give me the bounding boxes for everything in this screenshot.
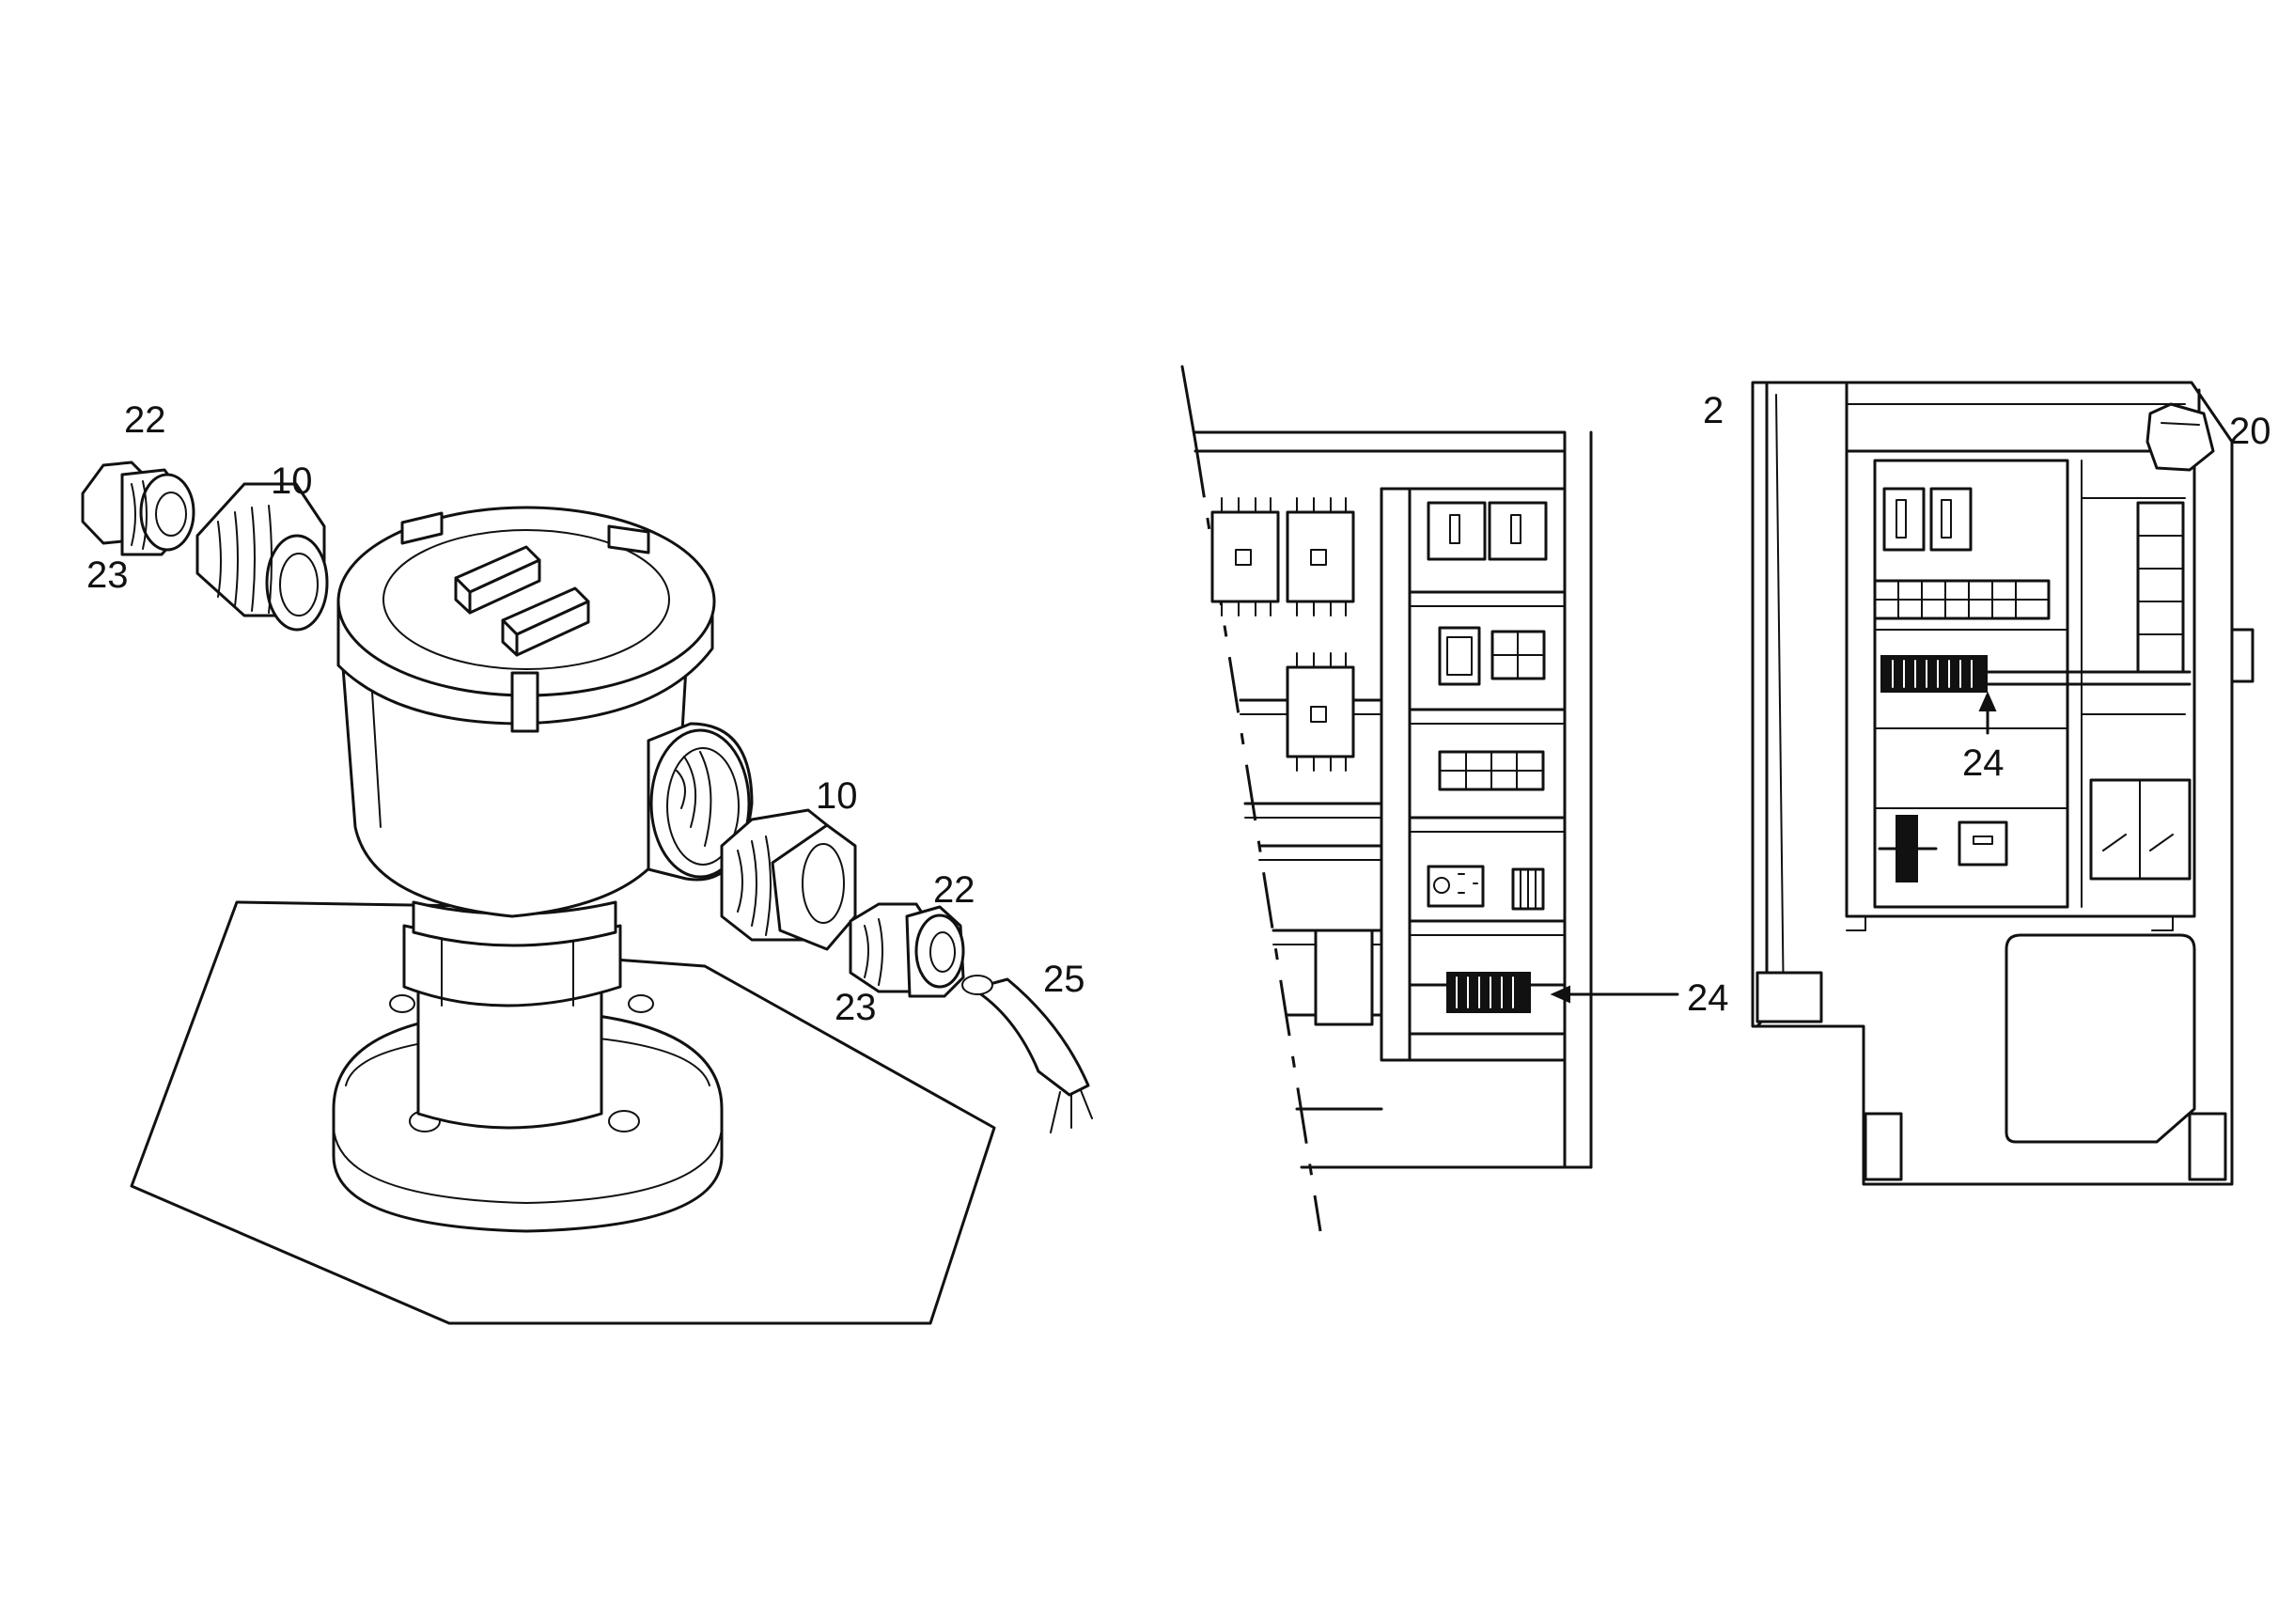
cabinet-component-20	[2145, 402, 2215, 472]
terminal-strip-cabinet	[1880, 655, 2192, 693]
housing-lid	[336, 506, 716, 733]
callout-labels: 22 23 10 10 22 23 25 24 24 2 20	[86, 390, 2271, 1028]
neck	[402, 900, 622, 1130]
transmitter-assembly	[81, 461, 1093, 1325]
adapter-right	[720, 808, 857, 951]
callout-cable-gland-left: 22	[124, 399, 166, 441]
callout-seal-left: 23	[86, 554, 129, 596]
cable	[961, 975, 1093, 1133]
callout-cable: 25	[1043, 959, 1085, 1000]
conduit-port	[647, 722, 754, 882]
callout-cable-gland-right: 22	[933, 869, 975, 911]
terminal-strip-panel	[1408, 972, 1567, 1013]
callout-terminal-block-cabinet: 24	[1962, 742, 2005, 784]
housing-body	[341, 665, 688, 918]
lid-key-slots	[454, 545, 590, 657]
callout-cabinet-component: 20	[2229, 411, 2271, 452]
cable-gland-left	[81, 461, 195, 556]
relay-modules	[1210, 497, 1374, 1026]
callout-adapter-left: 10	[271, 461, 313, 502]
callout-seal-right: 23	[835, 987, 877, 1028]
cabinet	[1751, 381, 2255, 1186]
cable-gland-right	[849, 902, 965, 998]
panel-components	[1427, 501, 1548, 911]
adapter-left	[195, 482, 329, 632]
callout-cabinet: 2	[1703, 390, 1724, 431]
control-panel	[1180, 365, 1679, 1232]
callout-terminal-block-panel: 24	[1687, 977, 1729, 1019]
callout-adapter-right: 10	[816, 775, 858, 817]
